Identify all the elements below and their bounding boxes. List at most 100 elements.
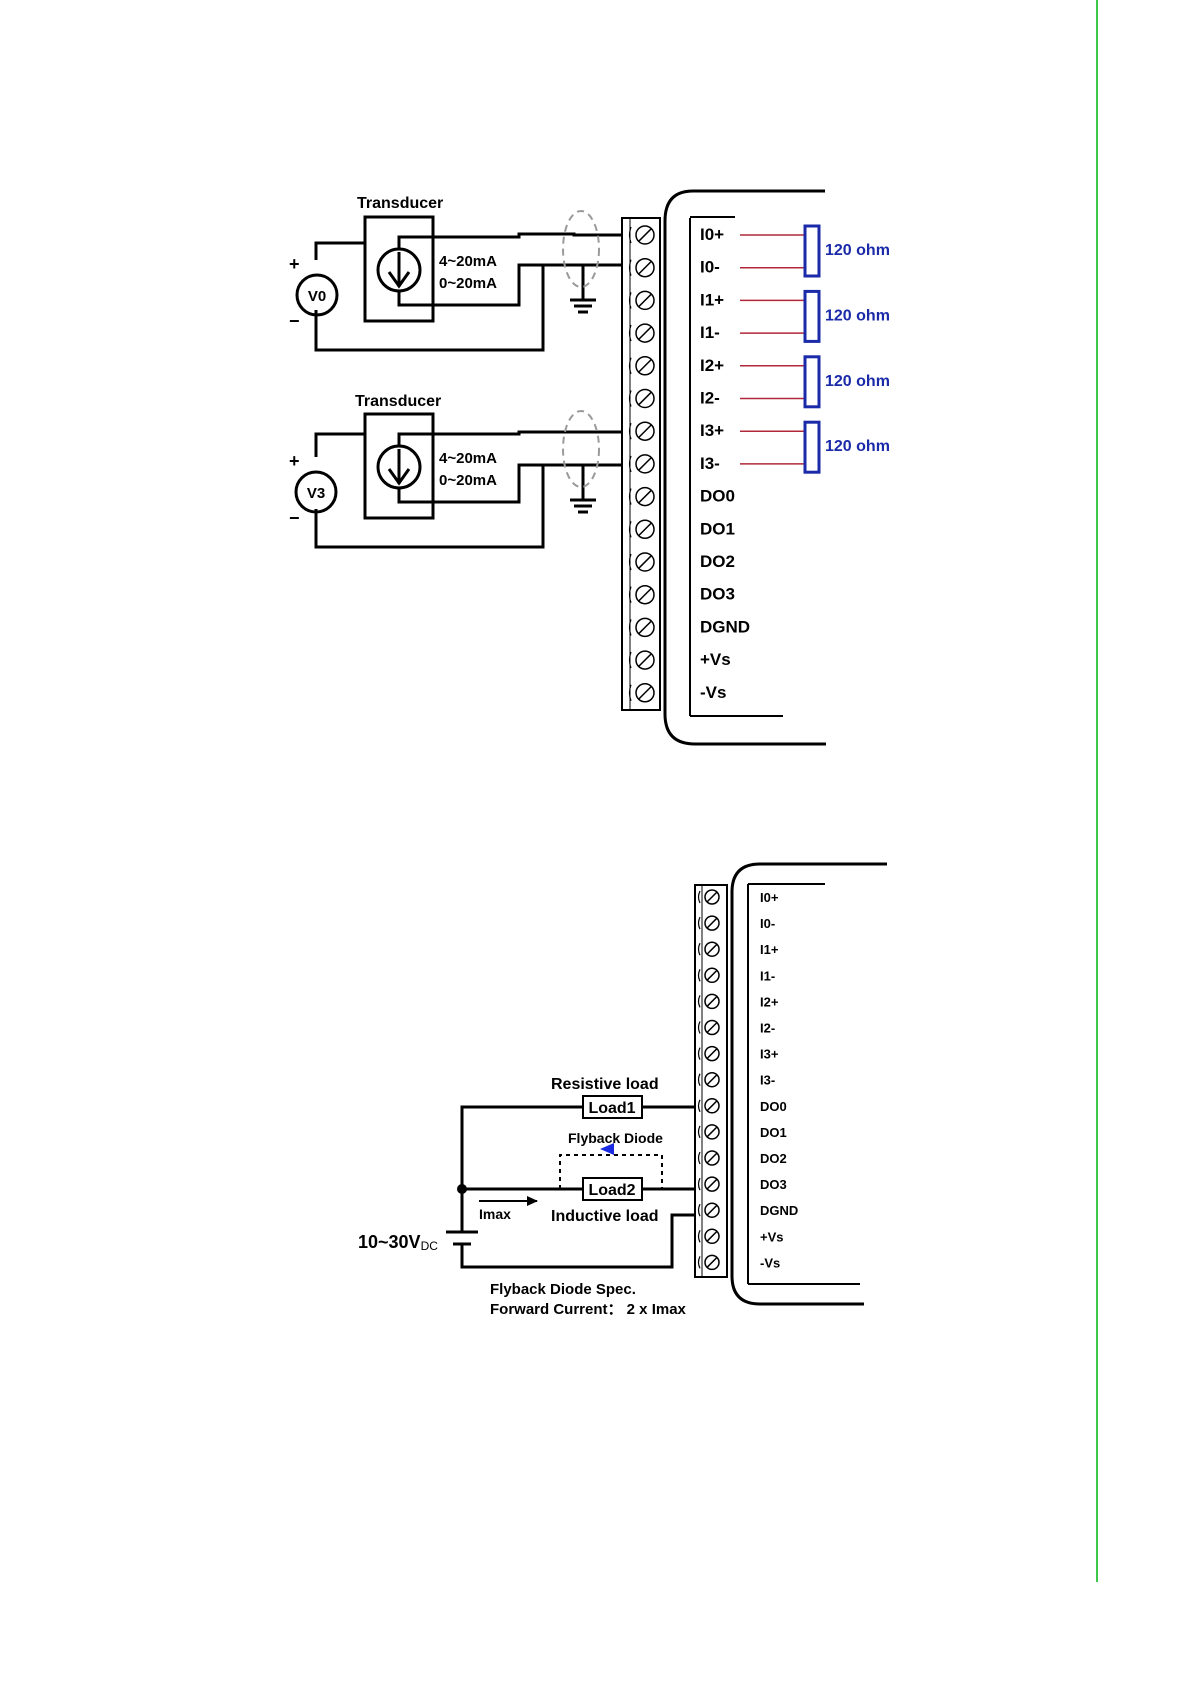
terminal-label-i3-plus: I3+ <box>760 1047 779 1062</box>
terminal-label-dgnd: DGND <box>700 617 750 636</box>
terminal-1-screw-icon-2 <box>635 290 655 311</box>
terminal-label-i2-plus: I2+ <box>760 994 779 1009</box>
terminal-label-minus-plusvs: +Vs <box>760 1229 784 1244</box>
terminal-2-screw-icon-7 <box>704 1071 720 1088</box>
imax-label: Imax <box>479 1206 511 1222</box>
resistor-label-0: 120 ohm <box>825 242 890 259</box>
current-input-wiring-diagram <box>294 189 826 746</box>
supply-voltage-label: 10~30VDC <box>358 1232 438 1253</box>
terminal-2-screw-icon-6 <box>704 1045 720 1062</box>
terminal-screws-1 <box>628 225 655 703</box>
terminal-2-screw-icon-4 <box>704 993 720 1010</box>
resistor-icon-0 <box>803 224 821 278</box>
transducer-box-0 <box>363 215 435 323</box>
terminal-1-screw-icon-0 <box>635 225 655 245</box>
terminal-screws-2 <box>697 889 720 1271</box>
junction-dot <box>457 1184 467 1194</box>
terminal-label-do3: DO3 <box>760 1177 787 1192</box>
terminal-2-screw-icon-12 <box>704 1202 720 1218</box>
terminal-label-minus-vs: -Vs <box>760 1255 780 1270</box>
wire-i0-minus <box>397 263 622 307</box>
flyback-diode-path <box>559 1154 663 1189</box>
terminal-label-i2-minus: I2- <box>700 389 720 408</box>
terminal-label-do2: DO2 <box>700 552 735 571</box>
termination-resistors: 120 ohm 120 ohm 120 ohm 120 ohm <box>740 224 890 474</box>
terminal-1-screw-icon-8 <box>635 486 655 507</box>
terminal-label-do0: DO0 <box>700 487 735 506</box>
terminal-label-i1-plus: I1+ <box>700 290 724 309</box>
cable-shield-icon-1 <box>562 410 600 488</box>
terminal-label-do3: DO3 <box>700 585 735 604</box>
terminal-label-i1-minus: I1- <box>760 968 775 983</box>
load2-box <box>582 1177 643 1201</box>
terminal-2-screw-icon-3 <box>704 967 720 984</box>
terminal-label-i0-minus: I0- <box>760 916 775 931</box>
terminal-2-screw-icon-11 <box>704 1176 720 1192</box>
terminal-label-i3-minus: I3- <box>760 1073 775 1088</box>
plus-sign-1: + <box>289 451 300 471</box>
terminal-2-screw-icon-9 <box>704 1124 720 1140</box>
page-edge-rule <box>1096 0 1098 1582</box>
range-label-3: 0~20mA <box>439 472 497 489</box>
terminal-label-i3-plus: I3+ <box>700 421 724 440</box>
terminal-1-screw-icon-11 <box>635 584 655 605</box>
wire-i3-plus <box>397 430 622 446</box>
flyback-spec-line2: Forward Current： 2 x Imax <box>490 1301 687 1318</box>
terminal-2-screw-icon-14 <box>704 1254 720 1271</box>
range-label-2: 4~20mA <box>439 450 497 467</box>
terminal-2-screw-icon-5 <box>704 1019 720 1036</box>
transducer-label-1: Transducer <box>355 393 441 410</box>
module-housing-outline-1 <box>663 189 826 746</box>
load1-label: Load1 <box>588 1100 635 1117</box>
voltage-source-v3 <box>294 470 338 514</box>
terminal-label-minus-vs: -Vs <box>700 683 726 702</box>
resistor-label-1: 120 ohm <box>825 307 890 324</box>
resistor-icon-3 <box>803 420 821 474</box>
terminal-label-do1: DO1 <box>700 519 735 538</box>
minus-sign-0: − <box>289 311 300 331</box>
terminal-label-do1: DO1 <box>760 1125 787 1140</box>
terminal-labels-1: I0+I0-I1+I1-I2+I2-I3+I3-DO0DO1DO2DO3DGND… <box>700 225 750 702</box>
resistor-label-3: 120 ohm <box>825 438 890 455</box>
resistor-label-2: 120 ohm <box>825 373 890 390</box>
terminal-2-screw-icon-2 <box>704 941 720 957</box>
voltage-source-v0 <box>295 273 339 317</box>
terminal-label-i0-minus: I0- <box>700 258 720 277</box>
wire-dgnd <box>460 1213 695 1269</box>
wire-v0-plus <box>314 241 365 260</box>
inductive-load-label: Inductive load <box>551 1208 659 1225</box>
minus-sign-1: − <box>289 508 300 528</box>
cable-shield-icon-0 <box>562 210 600 288</box>
flyback-diode-label: Flyback Diode <box>568 1130 663 1146</box>
terminal-2-screw-icon-1 <box>704 915 720 931</box>
wire-load1-supply <box>460 1105 583 1189</box>
source-label-v3: V3 <box>307 485 325 502</box>
terminal-label-minus-plusvs: +Vs <box>700 650 731 669</box>
wire-v3-minus <box>314 465 545 549</box>
flyback-spec-line1: Flyback Diode Spec. <box>490 1281 636 1298</box>
terminal-1-screw-icon-6 <box>635 421 655 441</box>
resistor-icon-2 <box>803 355 821 409</box>
range-label-0: 4~20mA <box>439 253 497 270</box>
terminal-1-screw-icon-14 <box>635 683 655 703</box>
terminal-label-dgnd: DGND <box>760 1203 798 1218</box>
terminal-2-screw-icon-10 <box>704 1150 720 1166</box>
terminal-labels-2: I0+I0-I1+I1-I2+I2-I3+I3-DO0DO1DO2DO3DGND… <box>760 890 798 1270</box>
terminal-label-do2: DO2 <box>760 1151 787 1166</box>
terminal-label-i1-minus: I1- <box>700 323 720 342</box>
wire-i3-minus <box>397 463 622 504</box>
terminal-1-screw-icon-4 <box>635 356 655 376</box>
terminal-label-i2-minus: I2- <box>760 1021 775 1036</box>
plus-sign-0: + <box>289 254 300 274</box>
load1-box <box>582 1095 643 1119</box>
terminal-label-i0-plus: I0+ <box>700 225 724 244</box>
terminal-2-screw-icon-13 <box>704 1228 720 1245</box>
terminal-1-screw-icon-13 <box>635 650 655 670</box>
terminal-label-i3-minus: I3- <box>700 454 720 473</box>
resistor-icon-1 <box>803 289 821 343</box>
terminal-1-screw-icon-9 <box>635 519 655 540</box>
module-housing-outline-2 <box>730 862 887 1306</box>
wire-v0-minus <box>314 265 545 352</box>
